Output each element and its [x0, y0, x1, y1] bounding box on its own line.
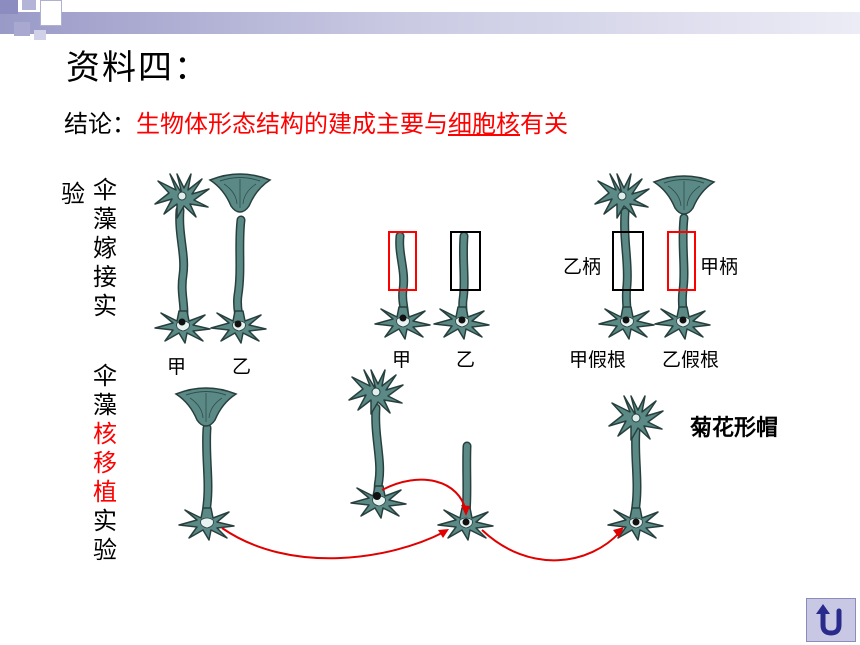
label-root-a: 甲假根: [569, 349, 627, 371]
label-a2: 甲: [392, 349, 412, 371]
label-a1: 甲: [167, 356, 187, 378]
exp2-label-red: 核移植: [93, 420, 117, 506]
exp1-stray-char: 验: [61, 180, 85, 208]
exp2-vertical-label: 伞藻核移植实验: [90, 362, 120, 565]
label-stalk-a: 甲柄: [700, 256, 739, 278]
conclusion-part2: 有关: [520, 110, 568, 138]
conclusion-part1: 生物体形态结构的建成主要与: [136, 110, 448, 138]
header-square: [34, 30, 46, 40]
exp2-label-normal2: 实验: [93, 507, 117, 564]
arrow-nucleus-transfer: [381, 478, 467, 513]
header-square: [22, 0, 36, 10]
label-b2: 乙: [456, 349, 476, 371]
conclusion: 结论：生物体形态结构的建成主要与细胞核有关: [64, 104, 568, 139]
return-button[interactable]: [806, 598, 856, 642]
conclusion-underlined: 细胞核: [448, 110, 520, 138]
label-b1: 乙: [232, 356, 252, 378]
page-title: 资料四：: [66, 48, 210, 88]
label-root-b: 乙假根: [662, 349, 720, 371]
arrow-root-to-recipient: [221, 527, 445, 560]
exp2-label-normal1: 伞藻: [93, 362, 117, 419]
label-result: 菊花形帽: [690, 416, 779, 441]
header-square: [0, 0, 18, 14]
header-square: [14, 22, 30, 36]
header-square: [40, 0, 62, 26]
conclusion-prefix: 结论：: [64, 110, 136, 138]
header-gradient-bar: [0, 12, 860, 34]
arrow-recipient-to-result: [481, 529, 621, 562]
label-stalk-b: 乙柄: [563, 256, 602, 278]
exp1-vertical-label: 伞藻嫁接实: [93, 176, 117, 320]
u-turn-icon: [816, 604, 842, 636]
